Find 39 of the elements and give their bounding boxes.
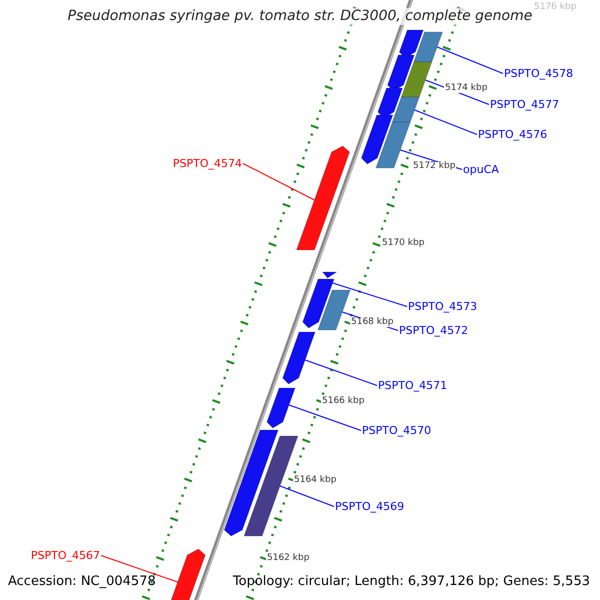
gene-feature (224, 430, 279, 536)
gene-feature (413, 32, 443, 62)
gene-feature (392, 96, 420, 122)
scale-label: 5176 kbp (533, 3, 578, 12)
scale-label: 5174 kbp (444, 84, 488, 93)
leader-line (280, 486, 334, 507)
gene-label: PSPTO_4572 (399, 325, 468, 336)
scale-label: 5162 kbp (266, 554, 310, 563)
gene-label: PSPTO_4569 (335, 501, 404, 512)
leader-line (242, 163, 315, 200)
leader-line (304, 360, 378, 386)
leader-line (414, 110, 478, 135)
scale-label: 5170 kbp (381, 239, 426, 248)
gene-label: PSPTO_4573 (408, 301, 478, 312)
leader-line (288, 404, 362, 431)
leader-line (332, 282, 408, 307)
scale-label: 5164 kbp (293, 476, 338, 485)
gene-label: PSPTO_4576 (478, 129, 548, 140)
gene-label: PSPTO_4578 (504, 68, 574, 79)
leader-line (436, 46, 504, 74)
scale-label: 5168 kbp (350, 318, 394, 327)
gene-feature (302, 278, 335, 328)
gene-label: opuCA (463, 164, 499, 175)
leader-line (100, 555, 178, 582)
gene-label: PSPTO_4570 (362, 425, 432, 436)
gene-feature (266, 388, 296, 428)
info-text: Topology: circular; Length: 6,397,126 bp; Genes: 5,553 (232, 575, 590, 588)
gene-label: PSPTO_4571 (378, 380, 448, 391)
gene-feature (361, 114, 394, 164)
gene-feature (282, 332, 316, 384)
gene-label: PSPTO_4574 (172, 158, 242, 169)
gene-label: PSPTO_4577 (490, 99, 560, 110)
gene-feature (317, 290, 351, 330)
scale-label: 5172 kbp (412, 162, 456, 171)
info-text: Accession: NC_004578 (8, 575, 156, 588)
scale-label: 5166 kbp (321, 397, 366, 406)
gene-feature (400, 62, 432, 98)
gene-label: PSPTO_4567 (30, 550, 100, 561)
gene-feature (296, 146, 350, 250)
